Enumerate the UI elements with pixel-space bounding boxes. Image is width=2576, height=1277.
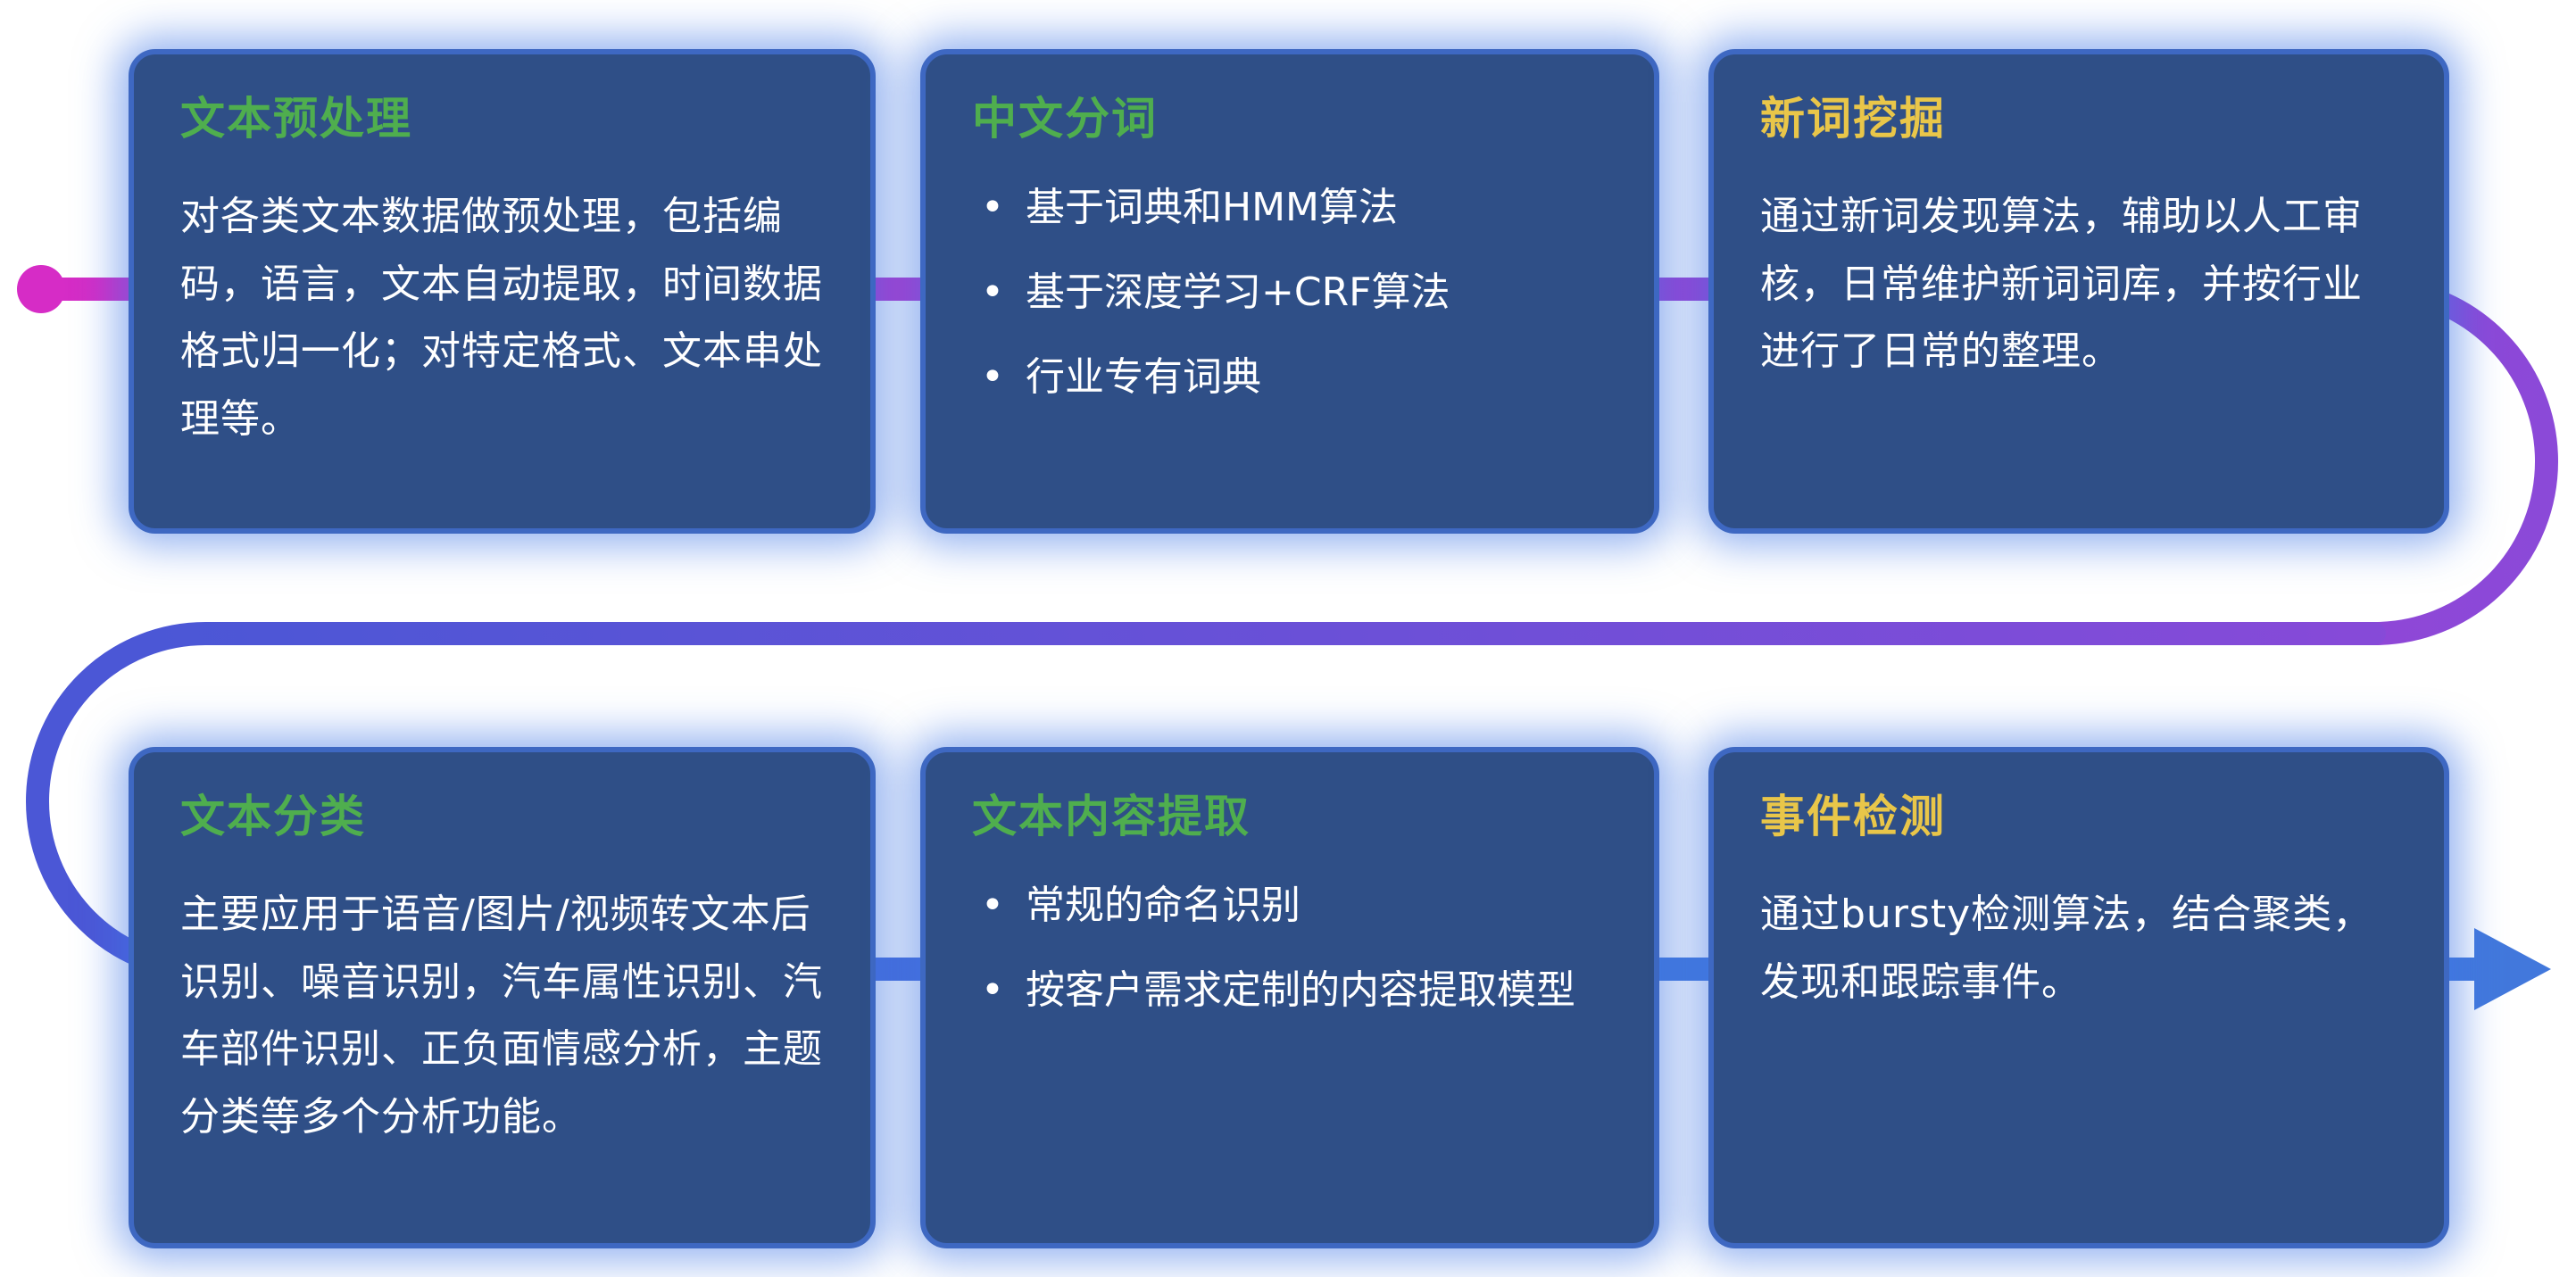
bullet-list: 常规的命名识别 按客户需求定制的内容提取模型 bbox=[972, 881, 1608, 1015]
card-body-text: 对各类文本数据做预处理，包括编码，语言，文本自动提取，时间数据格式归一化；对特定… bbox=[180, 194, 823, 443]
card-event-detection: 事件检测 通过bursty检测算法，结合聚类，发现和跟踪事件。 bbox=[1708, 747, 2449, 1248]
card-body-text: 通过新词发现算法，辅助以人工审核，日常维护新词词库，并按行业进行了日常的整理。 bbox=[1760, 194, 2363, 375]
bullet-item: 基于词典和HMM算法 bbox=[972, 183, 1608, 232]
card-body-text: 通过bursty检测算法，结合聚类，发现和跟踪事件。 bbox=[1760, 891, 2373, 1005]
bullet-item: 常规的命名识别 bbox=[972, 881, 1608, 930]
card-title: 新词挖掘 bbox=[1760, 93, 1946, 145]
card-text-preprocessing: 文本预处理 对各类文本数据做预处理，包括编码，语言，文本自动提取，时间数据格式归… bbox=[129, 49, 876, 534]
bullet-item: 行业专有词典 bbox=[972, 352, 1608, 402]
card-title: 中文分词 bbox=[972, 93, 1158, 145]
card-body-text: 主要应用于语音/图片/视频转文本后识别、噪音识别，汽车属性识别、汽车部件识别、正… bbox=[180, 891, 823, 1140]
card-text-content-extraction: 文本内容提取 常规的命名识别 按客户需求定制的内容提取模型 bbox=[920, 747, 1659, 1248]
card-title: 文本预处理 bbox=[180, 93, 412, 145]
card-text-classification: 文本分类 主要应用于语音/图片/视频转文本后识别、噪音识别，汽车属性识别、汽车部… bbox=[129, 747, 876, 1248]
card-title: 事件检测 bbox=[1760, 791, 1946, 842]
bullet-item: 基于深度学习+CRF算法 bbox=[972, 268, 1608, 317]
card-title: 文本分类 bbox=[180, 791, 366, 842]
flow-path-middle bbox=[26, 622, 2386, 981]
bullet-item: 按客户需求定制的内容提取模型 bbox=[972, 966, 1608, 1015]
card-chinese-word-segmentation: 中文分词 基于词典和HMM算法 基于深度学习+CRF算法 行业专有词典 bbox=[920, 49, 1659, 534]
arrow-right-icon bbox=[2474, 928, 2551, 1010]
bullet-list: 基于词典和HMM算法 基于深度学习+CRF算法 行业专有词典 bbox=[972, 183, 1608, 402]
card-title: 文本内容提取 bbox=[972, 791, 1251, 842]
flow-start-dot-icon bbox=[17, 265, 65, 313]
card-new-word-mining: 新词挖掘 通过新词发现算法，辅助以人工审核，日常维护新词词库，并按行业进行了日常… bbox=[1708, 49, 2449, 534]
